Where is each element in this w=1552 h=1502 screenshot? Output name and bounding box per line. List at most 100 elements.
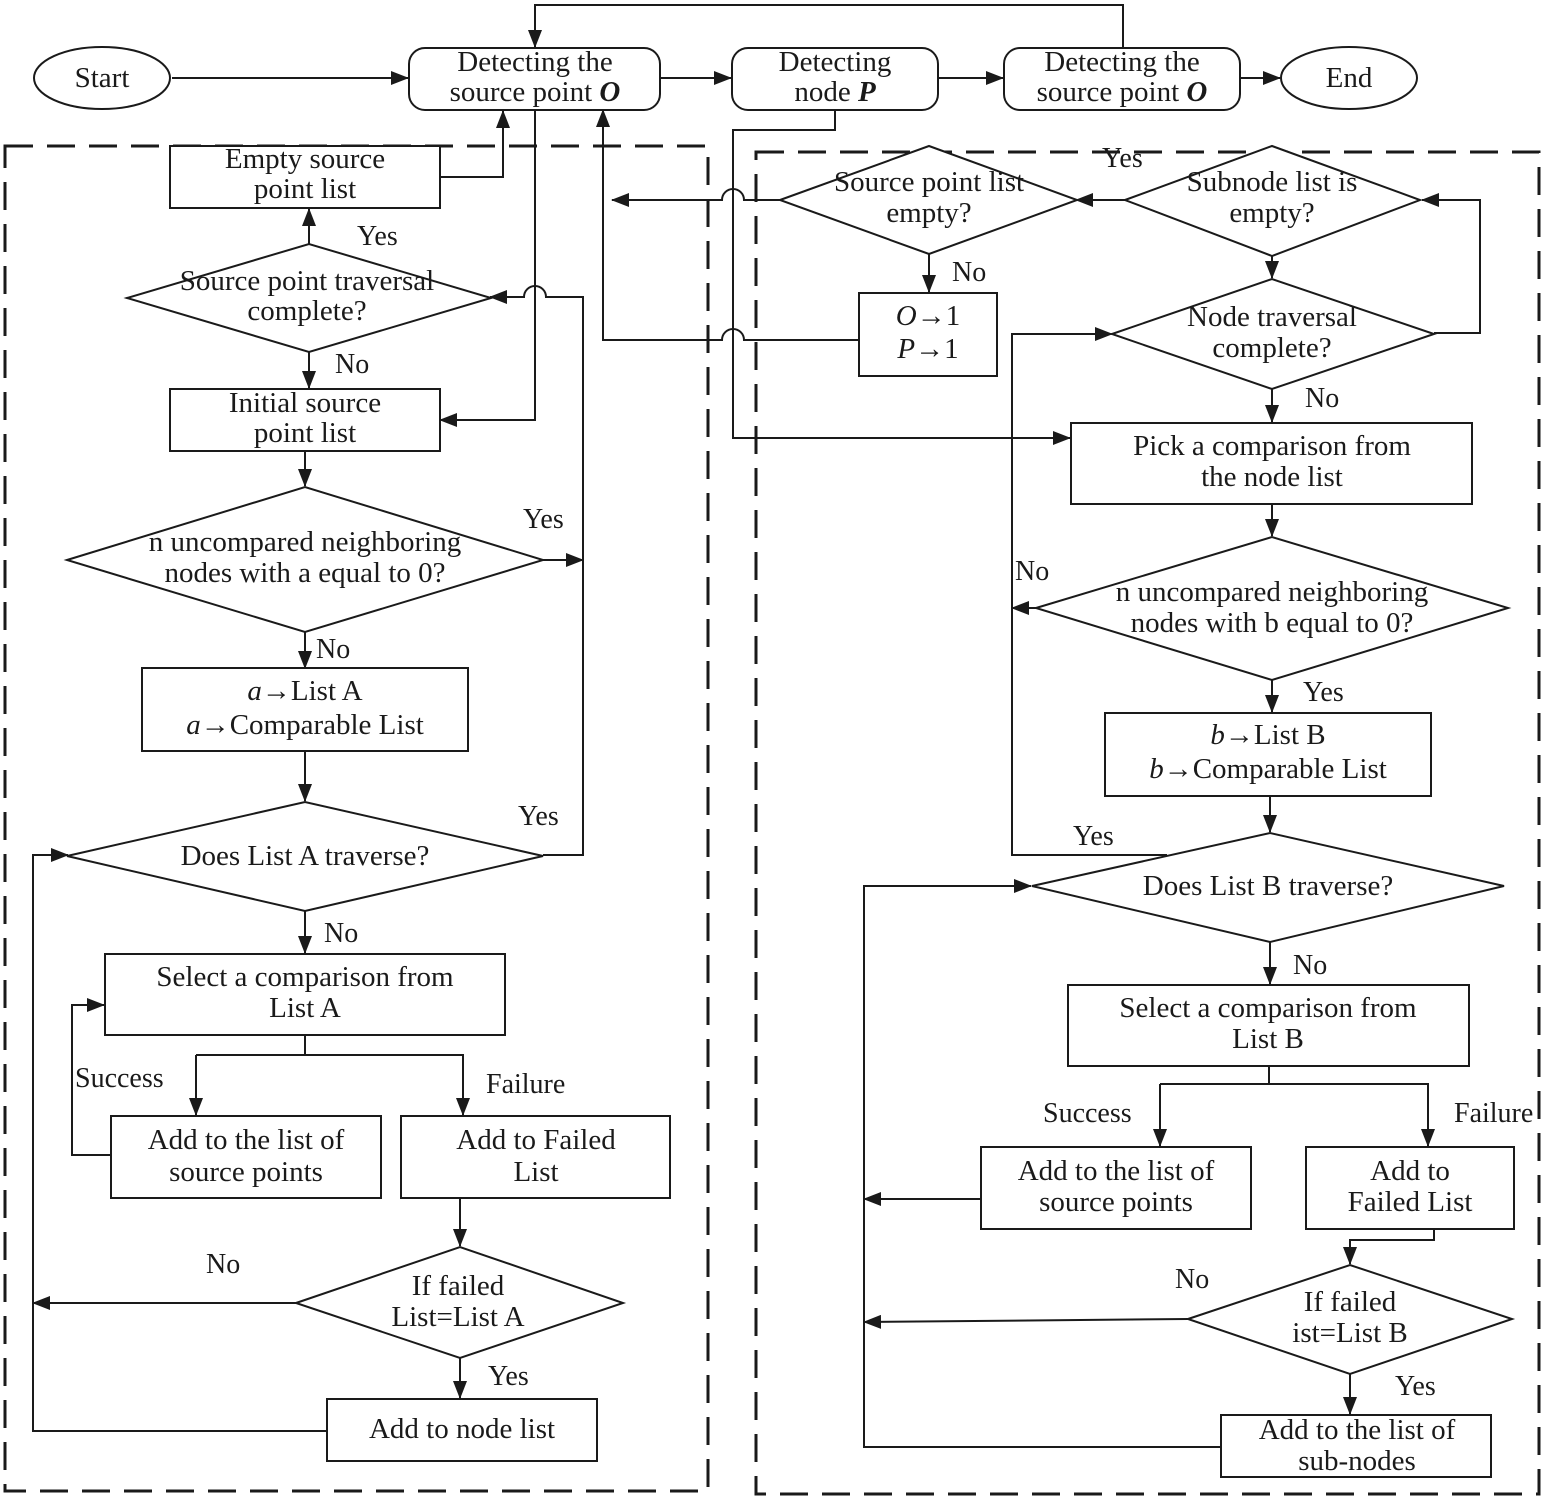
select-b-line1: Select a comparison from: [1119, 992, 1417, 1024]
if-failed-b-decision: [1184, 1263, 1516, 1376]
empty-source-line1: Empty source: [225, 143, 385, 175]
list-b-traverse-text: Does List B traverse?: [1143, 870, 1393, 902]
yes-label-list-b: Yes: [1073, 821, 1114, 852]
pick-comparison-line2: the node list: [1201, 461, 1343, 493]
empty-source-box: [169, 145, 441, 209]
detect-source-o-box-2: [1003, 47, 1241, 111]
start-label: Start: [75, 62, 130, 94]
if-failed-a-line2: List=List A: [391, 1301, 524, 1333]
add-source-b-line1: Add to the list of: [1018, 1155, 1215, 1187]
no-label-if-failed-a: No: [206, 1249, 240, 1280]
node-traversal-decision: [1108, 277, 1438, 391]
no-label-source-empty: No: [952, 257, 986, 288]
right-group-frame: [754, 150, 1541, 1496]
start-terminal: [33, 46, 171, 110]
if-failed-b-line1: If failed: [1304, 1286, 1397, 1318]
subnode-empty-line1: Subnode list is: [1187, 166, 1358, 198]
list-b-line2: b→Comparable List: [1149, 753, 1387, 785]
detect-source-o-box-1: [408, 47, 661, 111]
initial-source-line1: Initial source: [229, 387, 381, 419]
source-empty-line1: Source point list: [834, 166, 1024, 198]
add-source-a-box: [110, 1115, 382, 1199]
success-label-a: Success: [75, 1063, 164, 1094]
list-a-traverse-text: Does List A traverse?: [181, 840, 430, 872]
add-failed-b-box: [1305, 1146, 1515, 1230]
initial-source-line2: point list: [254, 417, 356, 449]
select-a-line2: List A: [269, 992, 341, 1024]
traversal-complete-line1: Source point traversal: [180, 265, 434, 297]
no-label-list-b: No: [1293, 950, 1327, 981]
detect-node-p-box: [731, 47, 939, 111]
uncompared-a-line2: nodes with a equal to 0?: [164, 557, 445, 589]
source-empty-decision: [777, 144, 1080, 256]
traversal-complete-decision: [123, 242, 495, 354]
traversal-complete-line2: complete?: [247, 295, 366, 327]
add-failed-b-line2: Failed List: [1348, 1186, 1473, 1218]
select-a-box: [104, 953, 506, 1036]
list-a-line1: a→List A: [247, 675, 362, 707]
node-traversal-line1: Node traversal: [1187, 301, 1357, 333]
yes-label-list-a: Yes: [518, 801, 559, 832]
failure-label-b: Failure: [1454, 1098, 1533, 1129]
detect-o2-line2: source point O: [1037, 76, 1208, 108]
uncompared-a-decision: [63, 485, 547, 634]
add-failed-a-box: [400, 1115, 671, 1199]
op-box: [858, 292, 998, 377]
success-label-b: Success: [1043, 1098, 1132, 1129]
op-line2: P→1: [896, 333, 958, 365]
add-subnodes-line1: Add to the list of: [1259, 1414, 1456, 1446]
yes-label-uncompared-a: Yes: [523, 504, 564, 535]
add-source-b-line2: source points: [1039, 1186, 1193, 1218]
list-a-traverse-decision: [66, 800, 544, 913]
add-subnodes-line2: sub-nodes: [1298, 1445, 1416, 1477]
yes-label-subnode: Yes: [1102, 143, 1143, 174]
initial-source-box: [169, 388, 441, 452]
add-failed-a-line2: List: [513, 1156, 558, 1188]
if-failed-b-line2: ist=List B: [1292, 1317, 1407, 1349]
detect-o1-line2: source point O: [450, 76, 621, 108]
add-node-text: Add to node list: [369, 1413, 555, 1445]
select-b-box: [1067, 984, 1470, 1067]
add-source-a-line2: source points: [169, 1156, 323, 1188]
pick-comparison-line1: Pick a comparison from: [1133, 430, 1411, 462]
connectors: [32, 4, 1481, 1448]
no-label-if-failed-b: No: [1175, 1264, 1209, 1295]
yes-label-uncompared-b: Yes: [1303, 677, 1344, 708]
list-a-box: [141, 667, 469, 752]
uncompared-a-line1: n uncompared neighboring: [149, 526, 461, 558]
end-terminal: [1280, 46, 1418, 110]
uncompared-b-line1: n uncompared neighboring: [1116, 576, 1428, 608]
list-b-box: [1104, 712, 1432, 797]
source-empty-line2: empty?: [886, 197, 971, 229]
pick-comparison-box: [1070, 422, 1473, 505]
no-label-uncompared-b: No: [1015, 556, 1049, 587]
add-failed-b-line1: Add to: [1370, 1155, 1450, 1187]
failure-label-a: Failure: [486, 1069, 565, 1100]
if-failed-a-line1: If failed: [412, 1270, 505, 1302]
add-source-a-line1: Add to the list of: [148, 1124, 345, 1156]
subnode-empty-line2: empty?: [1229, 197, 1314, 229]
subnode-empty-decision: [1122, 144, 1423, 258]
uncompared-b-line2: nodes with b equal to 0?: [1131, 607, 1414, 639]
detect-p-line2: node P: [794, 76, 876, 108]
yes-label-if-failed-b: Yes: [1395, 1371, 1436, 1402]
list-b-line1: b→List B: [1210, 719, 1325, 751]
empty-source-line2: point list: [254, 173, 356, 205]
select-a-line1: Select a comparison from: [156, 961, 454, 993]
end-label: End: [1326, 62, 1373, 94]
no-label-traversal: No: [335, 349, 369, 380]
list-a-line2: a→Comparable List: [186, 709, 424, 741]
detect-o1-line1: Detecting the: [457, 46, 612, 78]
select-b-line2: List B: [1232, 1023, 1304, 1055]
yes-label-if-failed-a: Yes: [488, 1361, 529, 1392]
if-failed-a-decision: [292, 1245, 627, 1360]
detect-o2-line1: Detecting the: [1044, 46, 1199, 78]
add-subnodes-box: [1220, 1414, 1492, 1478]
yes-label-traversal: Yes: [357, 221, 398, 252]
node-traversal-line2: complete?: [1212, 332, 1331, 364]
no-label-uncompared-a: No: [316, 634, 350, 665]
add-failed-a-line1: Add to Failed: [456, 1124, 616, 1156]
uncompared-b-decision: [1032, 535, 1512, 682]
